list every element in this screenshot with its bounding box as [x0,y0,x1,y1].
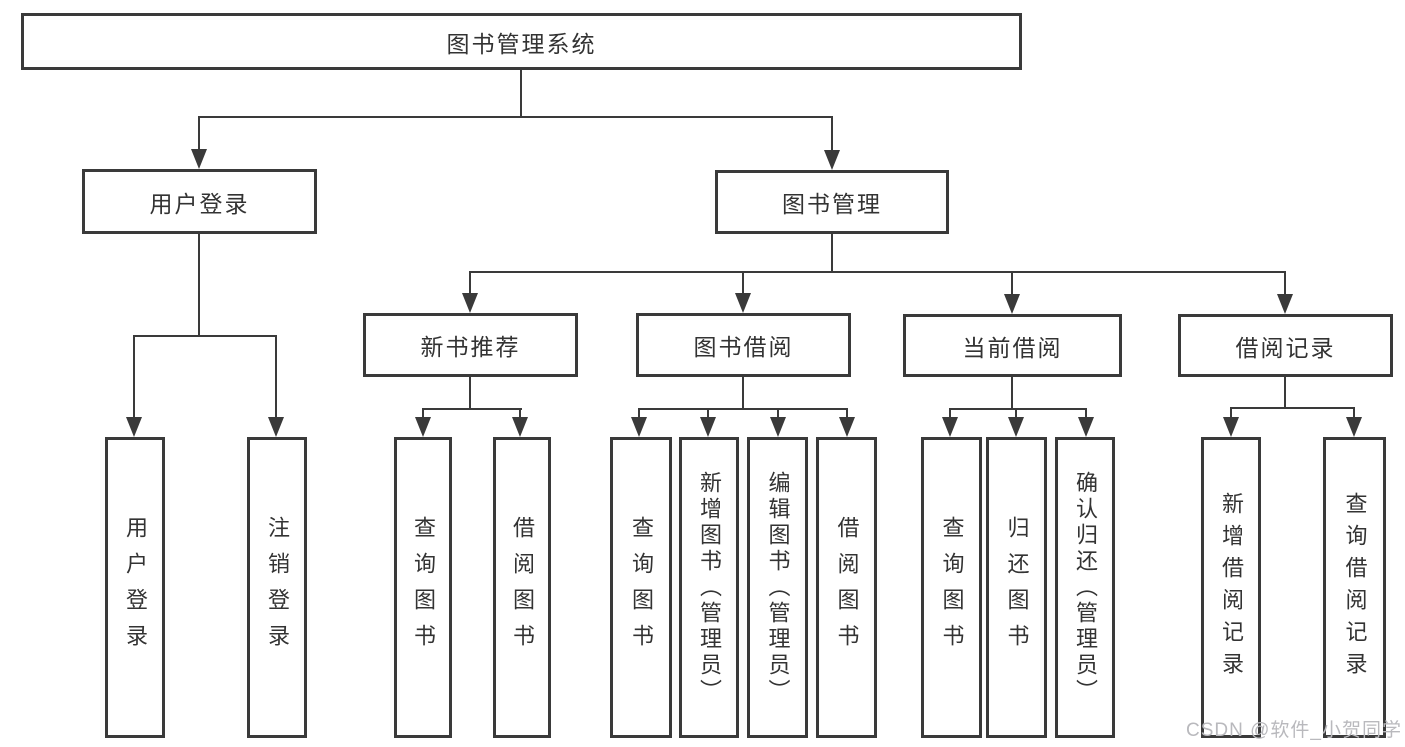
leaf-label: 注销登录 [265,515,290,660]
leaf-user-login: 用户登录 [105,437,165,738]
leaf-add-borrow-record: 新增借阅记录 [1201,437,1261,738]
connector-line [1353,407,1355,419]
down-arrow-icon [512,417,528,437]
leaf-confirm-return-admin: 确认归还（管理员） [1055,437,1115,738]
leaf-add-books-admin: 新增图书（管理员） [679,437,739,738]
connector-line [422,408,424,419]
leaf-borrow-books-borrowing: 借阅图书 [816,437,877,738]
leaf-label: 查询图书 [939,515,965,660]
csdn-watermark: CSDN @软件_小贺同学 [1186,720,1402,741]
node-borrowing-records: 借阅记录 [1178,314,1393,377]
node-user-login: 用户登录 [82,169,317,234]
connector-line [1230,407,1232,419]
connector-line [469,377,471,410]
leaf-label: 查询借阅记录 [1342,491,1368,684]
leaf-query-borrow-record: 查询借阅记录 [1323,437,1386,738]
connector-line [949,408,951,419]
leaf-query-books-recommend: 查询图书 [394,437,452,738]
connector-line [422,408,522,410]
connector-line [198,116,200,151]
connector-line [520,69,522,118]
leaf-label: 归还图书 [1004,515,1030,660]
down-arrow-icon [1346,417,1362,437]
connector-line [1011,271,1013,296]
connector-line [638,408,640,419]
leaf-label: 编辑图书（管理员） [765,470,791,705]
connector-line [1015,408,1017,419]
connector-line [1230,407,1355,409]
connector-line [198,116,833,118]
connector-line [777,408,779,419]
down-arrow-icon [700,417,716,437]
leaf-label: 新增图书（管理员） [697,470,722,705]
down-arrow-icon [1277,294,1293,314]
leaf-label: 查询图书 [411,515,436,660]
connector-line [519,408,521,419]
node-book-borrowing: 图书借阅 [636,313,851,377]
leaf-label: 用户登录 [123,515,148,660]
connector-line [1085,408,1087,419]
leaf-query-books-current: 查询图书 [921,437,982,738]
down-arrow-icon [770,417,786,437]
connector-line [1284,377,1286,409]
connector-line [133,335,135,419]
down-arrow-icon [942,417,958,437]
leaf-return-books: 归还图书 [986,437,1047,738]
node-book-management: 图书管理 [715,170,949,234]
down-arrow-icon [1223,417,1239,437]
connector-line [742,271,744,295]
leaf-label: 查询图书 [629,515,654,660]
connector-line [846,408,848,419]
down-arrow-icon [462,293,478,313]
connector-line [275,335,277,419]
down-arrow-icon [268,417,284,437]
down-arrow-icon [1078,417,1094,437]
connector-line [831,233,833,273]
connector-line [1011,377,1013,410]
down-arrow-icon [126,417,142,437]
leaf-label: 确认归还（管理员） [1073,470,1098,705]
leaf-logout: 注销登录 [247,437,307,738]
down-arrow-icon [824,150,840,170]
down-arrow-icon [631,417,647,437]
connector-line [133,335,277,337]
connector-line [707,408,709,419]
down-arrow-icon [1004,294,1020,314]
down-arrow-icon [191,149,207,169]
leaf-edit-books-admin: 编辑图书（管理员） [747,437,808,738]
leaf-label: 借阅图书 [510,515,535,660]
connector-line [198,233,200,337]
connector-line [831,116,833,152]
connector-line [1284,271,1286,296]
connector-line [469,271,1286,273]
node-current-borrowing: 当前借阅 [903,314,1122,377]
connector-line [469,271,471,295]
connector-line [638,408,848,410]
leaf-borrow-books-recommend: 借阅图书 [493,437,551,738]
node-library-management-system: 图书管理系统 [21,13,1022,70]
down-arrow-icon [1008,417,1024,437]
connector-line [949,408,1087,410]
down-arrow-icon [735,293,751,313]
leaf-label: 借阅图书 [834,515,860,660]
down-arrow-icon [415,417,431,437]
down-arrow-icon [839,417,855,437]
connector-line [742,377,744,410]
leaf-query-books-borrowing: 查询图书 [610,437,672,738]
node-new-book-recommendation: 新书推荐 [363,313,578,377]
leaf-label: 新增借阅记录 [1219,491,1244,684]
